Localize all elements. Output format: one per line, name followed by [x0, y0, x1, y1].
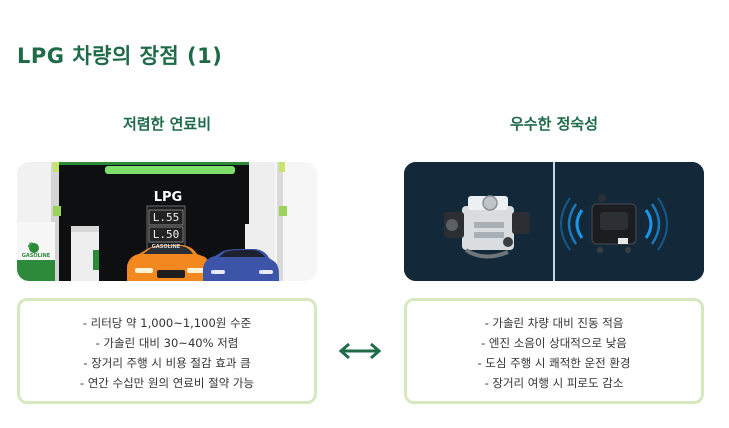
- lpg-sign-label: LPG: [153, 190, 183, 205]
- list-item: - 가솔린 대비 30~40% 저렴: [95, 336, 239, 350]
- heading-low-fuel-cost: 저렴한 연료비: [122, 115, 212, 133]
- recycle-icon: ♻: [27, 242, 36, 252]
- list-item: - 가솔린 차량 대비 진동 적음: [484, 316, 624, 330]
- heading-quietness: 우수한 정숙성: [509, 115, 599, 133]
- price-line-2: L.50: [152, 228, 180, 241]
- list-item: - 장거리 주행 시 비용 절감 효과 큼: [83, 356, 251, 370]
- list-item: - 엔진 소음이 상대적으로 낮음: [481, 336, 627, 350]
- list-item: - 리터당 약 1,000~1,100원 수준: [82, 316, 252, 330]
- gas-station-image: LPG L.55 L.50 GASOLINE ♻ GASOLINE: [17, 162, 317, 281]
- list-item: - 도심 주행 시 쾌적한 운전 환경: [477, 356, 631, 370]
- engine-quietness-image: [404, 162, 704, 281]
- price-line-1: L.55: [152, 211, 180, 224]
- pump-logo-text: GASOLINE: [21, 253, 51, 259]
- quietness-box: - 가솔린 차량 대비 진동 적음 - 엔진 소음이 상대적으로 낮음 - 도심…: [404, 298, 704, 404]
- page-title: LPG 차량의 장점 (1): [17, 44, 223, 68]
- double-arrow-icon: [334, 336, 386, 366]
- price-sign-brand: GASOLINE: [151, 244, 181, 250]
- list-item: - 연간 수십만 원의 연료비 절약 가능: [79, 376, 255, 390]
- list-item: - 장거리 여행 시 피로도 감소: [484, 376, 624, 390]
- low-fuel-cost-box: - 리터당 약 1,000~1,100원 수준 - 가솔린 대비 30~40% …: [17, 298, 317, 404]
